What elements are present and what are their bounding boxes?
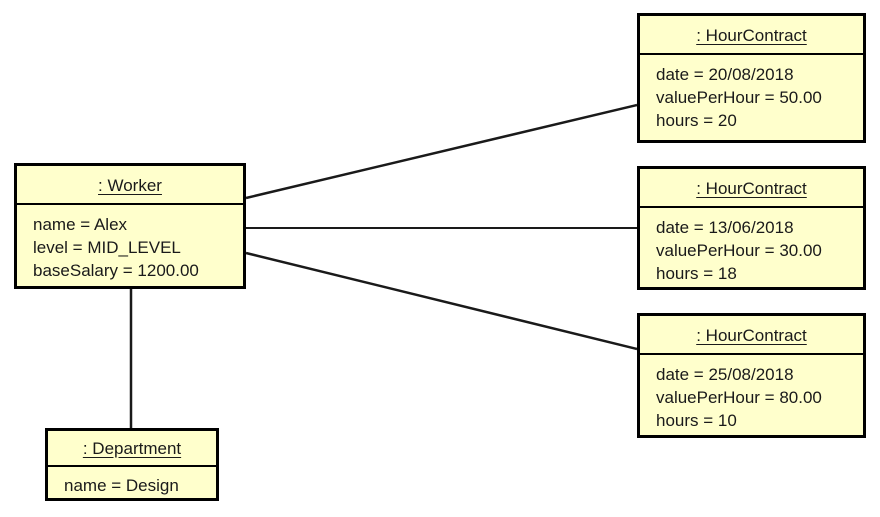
object-hourcontract-1-header: : HourContract bbox=[640, 16, 863, 55]
object-hourcontract-3-attributes: date = 25/08/2018 valuePerHour = 80.00 h… bbox=[640, 355, 863, 440]
link-worker-contract-1 bbox=[245, 103, 638, 200]
object-hourcontract-3-header: : HourContract bbox=[640, 316, 863, 355]
object-hourcontract-1[interactable]: : HourContract date = 20/08/2018 valuePe… bbox=[637, 13, 866, 143]
attribute-row: name = Design bbox=[64, 476, 179, 495]
object-department-attributes: name = Design bbox=[48, 467, 216, 504]
attribute-row: valuePerHour = 80.00 bbox=[656, 388, 822, 407]
attribute-row: name = Alex bbox=[33, 215, 128, 234]
link-worker-contract-3 bbox=[245, 251, 638, 351]
attribute-row: date = 25/08/2018 bbox=[656, 365, 794, 384]
object-hourcontract-1-title: : HourContract bbox=[696, 26, 807, 45]
object-worker-attributes: name = Alex level = MID_LEVEL baseSalary… bbox=[17, 205, 243, 290]
attribute-row: valuePerHour = 50.00 bbox=[656, 88, 822, 107]
attribute-row: hours = 18 bbox=[656, 264, 737, 283]
attribute-row: level = MID_LEVEL bbox=[33, 238, 181, 257]
object-hourcontract-3[interactable]: : HourContract date = 25/08/2018 valuePe… bbox=[637, 313, 866, 438]
object-department-header: : Department bbox=[48, 431, 216, 467]
object-hourcontract-1-attributes: date = 20/08/2018 valuePerHour = 50.00 h… bbox=[640, 55, 863, 140]
attribute-row: baseSalary = 1200.00 bbox=[33, 261, 199, 280]
object-hourcontract-2[interactable]: : HourContract date = 13/06/2018 valuePe… bbox=[637, 166, 866, 290]
object-hourcontract-2-attributes: date = 13/06/2018 valuePerHour = 30.00 h… bbox=[640, 208, 863, 293]
object-hourcontract-3-title: : HourContract bbox=[696, 326, 807, 345]
object-hourcontract-2-title: : HourContract bbox=[696, 179, 807, 198]
attribute-row: hours = 20 bbox=[656, 111, 737, 130]
object-worker-header: : Worker bbox=[17, 166, 243, 205]
attribute-row: valuePerHour = 30.00 bbox=[656, 241, 822, 260]
object-worker-title: : Worker bbox=[98, 176, 162, 195]
attribute-row: hours = 10 bbox=[656, 411, 737, 430]
object-department[interactable]: : Department name = Design bbox=[45, 428, 219, 501]
object-department-title: : Department bbox=[82, 439, 182, 458]
attribute-row: date = 13/06/2018 bbox=[656, 218, 794, 237]
object-hourcontract-2-header: : HourContract bbox=[640, 169, 863, 208]
attribute-row: date = 20/08/2018 bbox=[656, 65, 794, 84]
object-worker[interactable]: : Worker name = Alex level = MID_LEVEL b… bbox=[14, 163, 246, 289]
